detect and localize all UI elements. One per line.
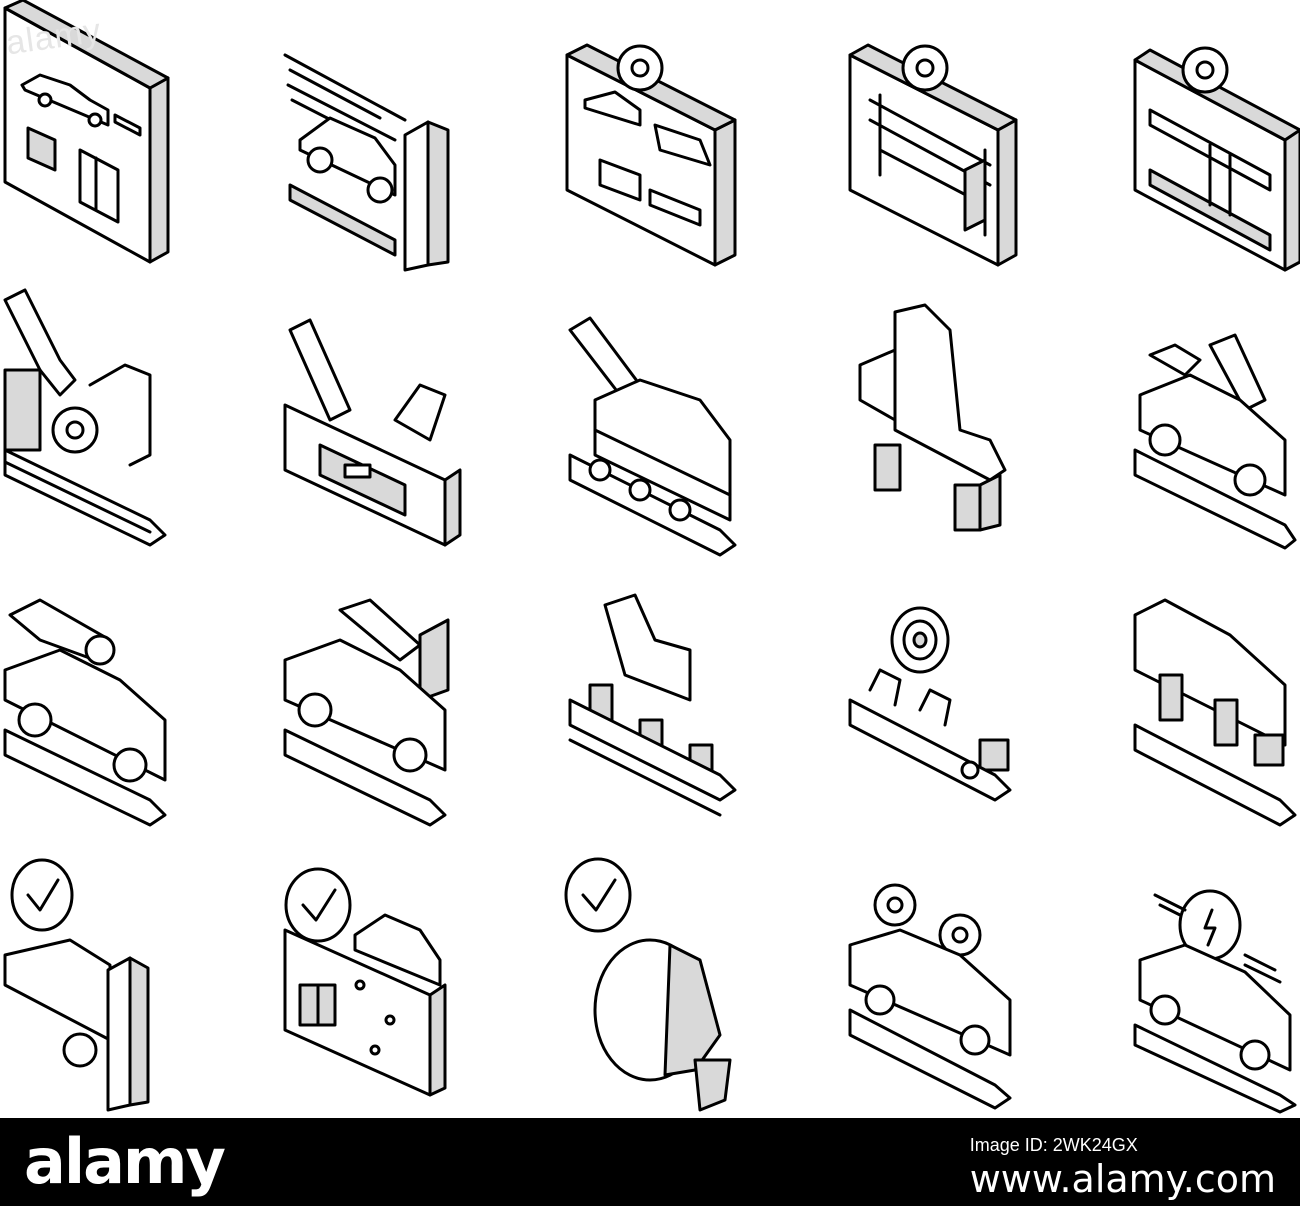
image-info: Image ID: 2WK24GX www.alamy.com: [970, 1134, 1276, 1202]
footer-bar: alamy Image ID: 2WK24GX www.alamy.com: [0, 1118, 1300, 1206]
car-chassis-board-gear-icon: [848, 43, 1018, 267]
car-body-lift-conveyor-icon: [1133, 598, 1297, 827]
robotic-arm-car-assembly-icon: [3, 598, 167, 827]
robotic-painting-car-icon: [1133, 333, 1297, 550]
robotic-arms-gear-conveyor-icon: [3, 288, 167, 547]
image-id-label: Image ID: 2WK24GX: [969, 1135, 1138, 1155]
wheel-assembly-conveyor-icon: [848, 606, 1012, 802]
car-gears-conveyor-icon: [848, 883, 1012, 1110]
car-design-sketch-icon: [283, 53, 450, 272]
car-blueprint-window-icon: [3, 0, 170, 264]
car-schematic-checkmark-icon: [283, 867, 447, 1097]
robotic-part-conveyor-icon: [568, 593, 737, 817]
crash-test-checkmark-icon: [3, 858, 150, 1112]
press-machine-gear-icon: [1133, 46, 1300, 272]
robotic-arms-car-front-icon: [283, 318, 462, 547]
electric-car-conveyor-icon: [1133, 889, 1297, 1114]
robotic-arm-car-conveyor-icon: [568, 316, 737, 557]
site-url[interactable]: www.alamy.com: [969, 1157, 1276, 1201]
headlight-checkmark-icon: [564, 857, 732, 1112]
car-parts-board-gear-icon: [565, 43, 737, 267]
car-body-frame-stand-icon: [858, 303, 1007, 532]
icon-set-illustration: alamy: [3, 0, 1300, 1114]
alamy-logo[interactable]: alamy: [24, 1125, 226, 1198]
robotic-welding-car-icon: [283, 598, 450, 827]
